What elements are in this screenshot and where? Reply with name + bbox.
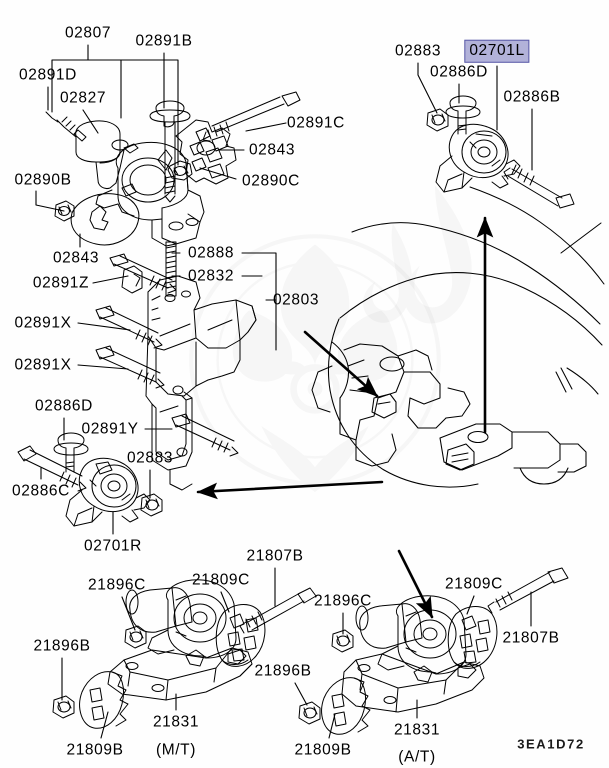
part-label-02827[interactable]: 02827 — [59, 89, 107, 107]
part-02803-bracket — [145, 275, 257, 491]
part-21809C-stopper-mt — [215, 604, 266, 667]
leader-line — [77, 364, 129, 370]
part-label-21809B[interactable]: 21809B — [66, 741, 124, 759]
location-arrow-group — [196, 216, 494, 619]
part-21896C-nut-mt — [124, 625, 147, 649]
leader-line — [328, 713, 336, 739]
part-label-02891B[interactable]: 02891B — [135, 32, 193, 50]
part-label-21809C[interactable]: 21809C — [192, 571, 250, 589]
part-02886C-bolt — [17, 445, 87, 492]
leader-line-group — [35, 44, 533, 739]
leader-line — [77, 322, 131, 331]
part-label-21809C[interactable]: 21809C — [445, 575, 503, 593]
part-label-02807[interactable]: 02807 — [64, 24, 112, 42]
part-label-21831[interactable]: 21831 — [393, 721, 441, 739]
part-02891Y-bolt — [171, 413, 239, 457]
part-label-02891D[interactable]: 02891D — [19, 66, 77, 84]
part-label-02890B[interactable]: 02890B — [14, 171, 72, 189]
part-21809B-stopper-mt — [79, 671, 129, 729]
part-21807B-bolt-mt — [239, 587, 317, 634]
part-02886B-bolt — [503, 164, 575, 209]
part-21807B-bolt-at — [487, 567, 569, 614]
leader-line — [294, 682, 308, 706]
sketch-mount-clamp-right — [445, 443, 475, 471]
part-02891C-bolt — [202, 91, 301, 142]
part-02890C-nut — [167, 160, 193, 181]
part-02886D-bolt-left — [53, 432, 89, 473]
part-label-21896C[interactable]: 21896C — [88, 576, 146, 594]
part-21809C-stopper-at — [447, 606, 498, 669]
part-label-21896B[interactable]: 21896B — [254, 662, 312, 680]
leader-line — [51, 44, 179, 166]
part-02890B-plate — [70, 193, 140, 246]
leader-line — [417, 62, 438, 114]
part-21831-at-mount — [341, 595, 485, 713]
leader-line — [121, 596, 136, 631]
part-label-21831[interactable]: 21831 — [152, 713, 200, 731]
part-label-02890C[interactable]: 02890C — [242, 172, 300, 190]
part-02701L-mount — [435, 123, 521, 193]
part-label-02843[interactable]: 02843 — [248, 141, 296, 159]
diagram-code: 3EA1D72 — [517, 736, 585, 752]
part-02827-stopper — [75, 120, 139, 189]
part-label-02803[interactable]: 02803 — [272, 291, 320, 309]
part-label-02701L[interactable]: 02701L — [464, 39, 530, 63]
part-label-02832[interactable]: 02832 — [187, 267, 235, 285]
part-21831-mt-mount — [107, 579, 253, 701]
part-label-MT[interactable]: (M/T) — [155, 741, 197, 759]
part-label-02883[interactable]: 02883 — [394, 42, 442, 60]
part-label-02888[interactable]: 02888 — [187, 244, 235, 262]
part-label-02891Z[interactable]: 02891Z — [32, 274, 90, 292]
leader-line — [220, 591, 230, 613]
part-label-02886D[interactable]: 02886D — [35, 397, 93, 415]
part-label-02843[interactable]: 02843 — [52, 249, 100, 267]
part-label-02891C[interactable]: 02891C — [287, 114, 345, 132]
part-label-02883[interactable]: 02883 — [126, 449, 174, 467]
leader-line — [92, 275, 129, 284]
part-02883-nut-right — [426, 108, 449, 132]
engine-bay-bracket-sketch — [311, 341, 471, 467]
part-21809B-stopper-at — [321, 677, 371, 735]
part-label-21809B[interactable]: 21809B — [294, 741, 352, 759]
part-label-02701R[interactable]: 02701R — [84, 537, 142, 555]
part-02891X-bolt-upper — [95, 305, 163, 349]
part-02883-nut-left — [140, 493, 163, 517]
vehicle-body-outline — [327, 186, 605, 488]
part-label-02886B[interactable]: 02886B — [503, 88, 561, 106]
part-label-21807B[interactable]: 21807B — [502, 629, 560, 647]
part-02891B-bolt — [149, 100, 191, 203]
part-label-AT[interactable]: (A/T) — [398, 748, 436, 766]
part-label-02891X[interactable]: 02891X — [14, 314, 72, 332]
part-label-02886D[interactable]: 02886D — [430, 63, 488, 81]
leader-line — [466, 595, 475, 615]
ar-left-engine-mount — [303, 330, 379, 398]
sketch-mount-clamp-left — [371, 393, 397, 419]
part-21896B-nut-at — [298, 701, 321, 725]
ar-at-mount — [397, 549, 434, 619]
part-02888-stud — [165, 241, 177, 297]
part-label-21896B[interactable]: 21896B — [33, 637, 91, 655]
part-label-02886C[interactable]: 02886C — [12, 482, 70, 500]
part-02701R-mount — [65, 457, 151, 527]
part-02891D-bolt — [45, 111, 87, 142]
part-02886D-bolt-right — [445, 95, 481, 135]
leader-line — [100, 711, 109, 739]
part-02807-engine-mount — [95, 141, 205, 247]
leader-line — [199, 167, 237, 180]
part-21896C-nut-at — [331, 629, 354, 653]
part-label-21807B[interactable]: 21807B — [246, 547, 304, 565]
part-02891X-bolt-lower — [95, 345, 165, 389]
leader-line — [35, 190, 65, 212]
part-label-02891Y[interactable]: 02891Y — [81, 420, 139, 438]
part-02891Z-clamp — [121, 265, 143, 294]
leader-line — [245, 122, 287, 132]
part-label-21896C[interactable]: 21896C — [314, 592, 372, 610]
part-label-02891X[interactable]: 02891X — [14, 356, 72, 374]
ar-right-crossmember — [196, 480, 384, 500]
part-02843-bracket — [175, 119, 237, 185]
part-02890B-nut — [54, 200, 75, 222]
part-21896B-nut-mt — [52, 695, 75, 719]
